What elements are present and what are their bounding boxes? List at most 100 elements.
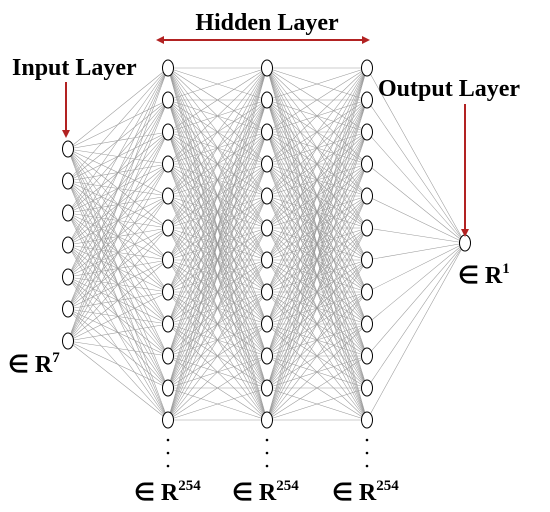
hidden1-dimension-label: ∈ R254 bbox=[134, 478, 201, 506]
connection-line bbox=[167, 387, 268, 421]
hidden2-neuron bbox=[261, 315, 273, 333]
hidden2-ellipsis-dot bbox=[265, 464, 269, 468]
connection-line bbox=[167, 67, 268, 133]
hidden2-dimension-label: ∈ R254 bbox=[232, 478, 299, 506]
hidden3-neuron bbox=[361, 315, 373, 333]
connection-line bbox=[366, 242, 466, 389]
connection-line bbox=[67, 131, 169, 342]
connection-line bbox=[366, 242, 466, 261]
connection-line bbox=[167, 67, 268, 357]
hidden1-neuron bbox=[162, 347, 174, 365]
connection-line bbox=[266, 67, 368, 389]
connection-line bbox=[366, 131, 466, 244]
connection-line bbox=[266, 387, 368, 421]
hidden3-neuron bbox=[361, 251, 373, 269]
connection-line bbox=[67, 195, 169, 342]
connection-line bbox=[167, 67, 268, 389]
connection-line bbox=[67, 163, 169, 342]
connection-line bbox=[167, 67, 268, 325]
hidden1-neuron bbox=[162, 123, 174, 141]
hidden3-neuron bbox=[361, 187, 373, 205]
hidden3-neuron bbox=[361, 219, 373, 237]
hidden3-dimension-exponent: 254 bbox=[376, 478, 399, 494]
input-neuron bbox=[62, 236, 74, 254]
connection-line bbox=[266, 67, 368, 229]
output-dimension-exponent: 1 bbox=[502, 261, 510, 277]
hidden1-neuron bbox=[162, 219, 174, 237]
connection-line bbox=[366, 242, 466, 293]
hidden2-ellipsis-dot bbox=[265, 438, 269, 442]
connection-line bbox=[366, 163, 466, 244]
connection-line bbox=[167, 259, 268, 421]
connection-line bbox=[67, 291, 169, 342]
hidden2-dimension-set: ∈ R bbox=[232, 480, 277, 506]
input-neuron bbox=[62, 172, 74, 190]
connection-line bbox=[366, 195, 466, 244]
hidden3-neuron bbox=[361, 283, 373, 301]
connection-line bbox=[266, 67, 368, 293]
hidden-layer-title: Hidden Layer bbox=[195, 10, 339, 36]
connection-line bbox=[266, 163, 368, 421]
hidden3-neuron bbox=[361, 123, 373, 141]
hidden2-neuron bbox=[261, 187, 273, 205]
connection-line bbox=[266, 195, 368, 421]
connection-line bbox=[266, 131, 368, 421]
connection-line bbox=[167, 67, 268, 101]
connection-line bbox=[266, 99, 368, 421]
input-neuron bbox=[62, 300, 74, 318]
hidden2-ellipsis-dot bbox=[265, 451, 269, 455]
hidden3-ellipsis-dot bbox=[365, 451, 369, 455]
hidden1-dimension-exponent: 254 bbox=[178, 478, 201, 494]
hidden2-neuron bbox=[261, 59, 273, 77]
connection-line bbox=[167, 163, 268, 421]
input-neuron bbox=[62, 140, 74, 158]
hidden2-dimension-exponent: 254 bbox=[276, 478, 299, 494]
hidden2-neuron bbox=[261, 123, 273, 141]
connection-line bbox=[366, 67, 466, 244]
input-dimension-exponent: 7 bbox=[52, 350, 60, 366]
hidden2-neuron bbox=[261, 251, 273, 269]
output-dimension-set: ∈ R bbox=[458, 263, 503, 289]
hidden2-neuron bbox=[261, 155, 273, 173]
connection-line bbox=[167, 67, 268, 261]
connection-line bbox=[366, 99, 466, 244]
output-neuron bbox=[459, 234, 471, 252]
connection-line bbox=[67, 67, 169, 182]
connection-line bbox=[167, 67, 268, 197]
connection-line bbox=[266, 67, 368, 133]
connection-line bbox=[167, 355, 268, 421]
hidden3-neuron bbox=[361, 411, 373, 429]
hidden1-neuron bbox=[162, 155, 174, 173]
neuron-nodes bbox=[62, 59, 471, 429]
hidden1-neuron bbox=[162, 59, 174, 77]
hidden3-neuron bbox=[361, 91, 373, 109]
hidden1-neuron bbox=[162, 187, 174, 205]
connection-line bbox=[266, 67, 368, 421]
hidden3-ellipsis-dot bbox=[365, 438, 369, 442]
connection-line bbox=[366, 242, 466, 357]
hidden3-neuron bbox=[361, 155, 373, 173]
connection-line bbox=[266, 259, 368, 421]
connection-line bbox=[67, 67, 169, 150]
connection-line bbox=[266, 67, 368, 197]
connection-line bbox=[167, 99, 268, 421]
connection-line bbox=[167, 323, 268, 421]
hidden1-neuron bbox=[162, 315, 174, 333]
connection-line bbox=[167, 67, 268, 293]
connection-line bbox=[167, 67, 268, 421]
hidden2-neuron bbox=[261, 91, 273, 109]
connection-line bbox=[67, 340, 169, 357]
connection-line bbox=[266, 67, 368, 325]
connection-line bbox=[67, 67, 169, 246]
hidden1-neuron bbox=[162, 91, 174, 109]
connection-line bbox=[266, 67, 368, 165]
ellipsis-dots bbox=[166, 438, 369, 468]
connection-line bbox=[67, 67, 169, 214]
hidden1-ellipsis-dot bbox=[166, 464, 170, 468]
connection-line bbox=[266, 323, 368, 421]
connection-line bbox=[67, 67, 169, 342]
connection-line bbox=[67, 227, 169, 342]
hidden2-neuron bbox=[261, 347, 273, 365]
input-layer-title: Input Layer bbox=[12, 55, 137, 81]
